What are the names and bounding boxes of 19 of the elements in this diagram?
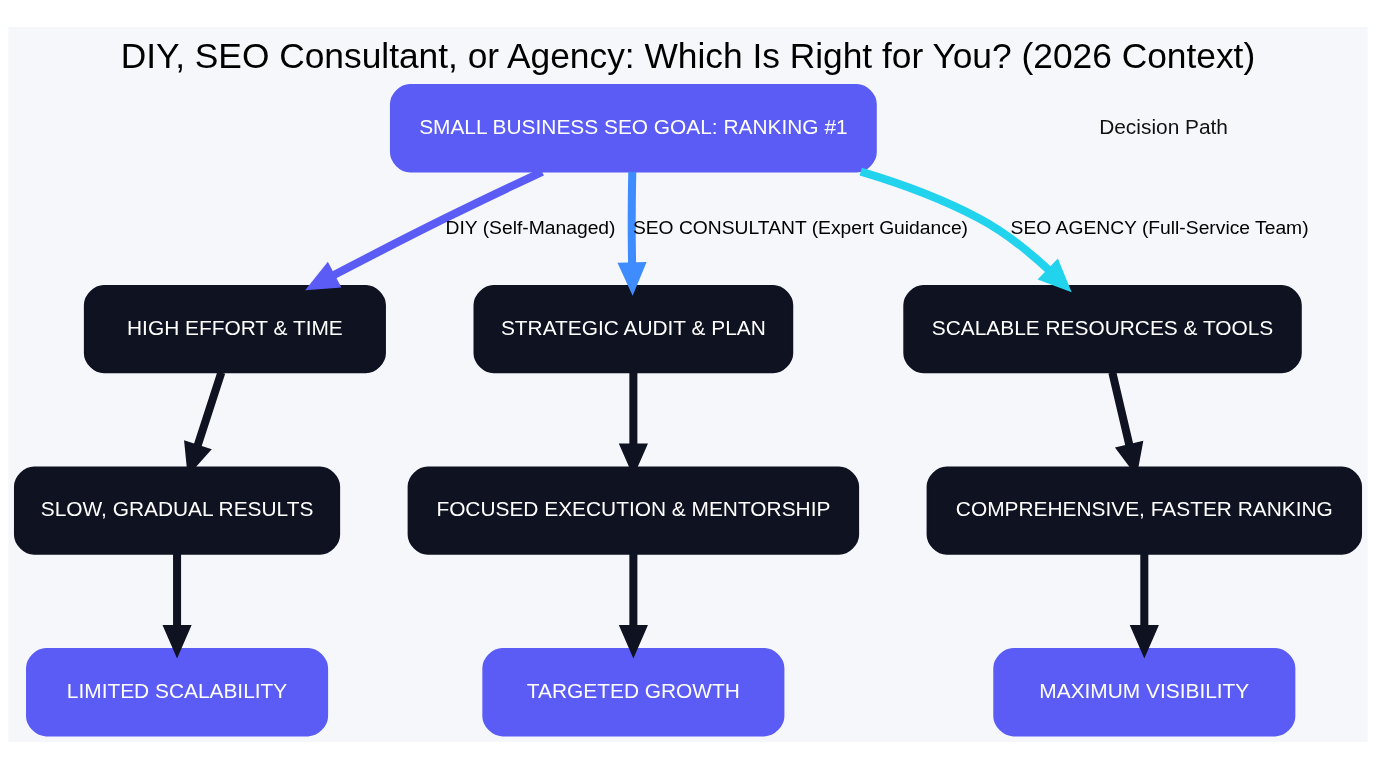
node-box: LIMITED SCALABILITY (26, 647, 329, 736)
node-box: STRATEGIC AUDIT & PLAN (473, 284, 794, 373)
node-box: SCALABLE RESOURCES & TOOLS (903, 284, 1302, 373)
node-box: HIGH EFFORT & TIME (83, 284, 386, 373)
edge-label: SEO AGENCY (Full-Service Team) (1010, 216, 1309, 238)
node-box: SLOW, GRADUAL RESULTS (13, 465, 341, 555)
diagram-title: DIY, SEO Consultant, or Agency: Which Is Right for You? (2026 Context) (120, 35, 1256, 75)
arrow (617, 171, 647, 296)
label: Decision Path (1099, 114, 1228, 138)
node-box: COMPREHENSIVE, FASTER RANKING (926, 465, 1363, 555)
node-box: SMALL BUSINESS SEO GOAL: RANKING #1 (389, 83, 877, 172)
node-box: FOCUSED EXECUTION & MENTORSHIP (407, 465, 860, 555)
arrow (618, 553, 648, 658)
arrow (162, 553, 192, 658)
edge-label: DIY (Self-Managed) (445, 216, 616, 238)
node-box: MAXIMUM VISIBILITY (993, 647, 1296, 736)
arrow (1129, 553, 1159, 658)
node-box: TARGETED GROWTH (482, 647, 785, 736)
arrow (859, 167, 1072, 292)
